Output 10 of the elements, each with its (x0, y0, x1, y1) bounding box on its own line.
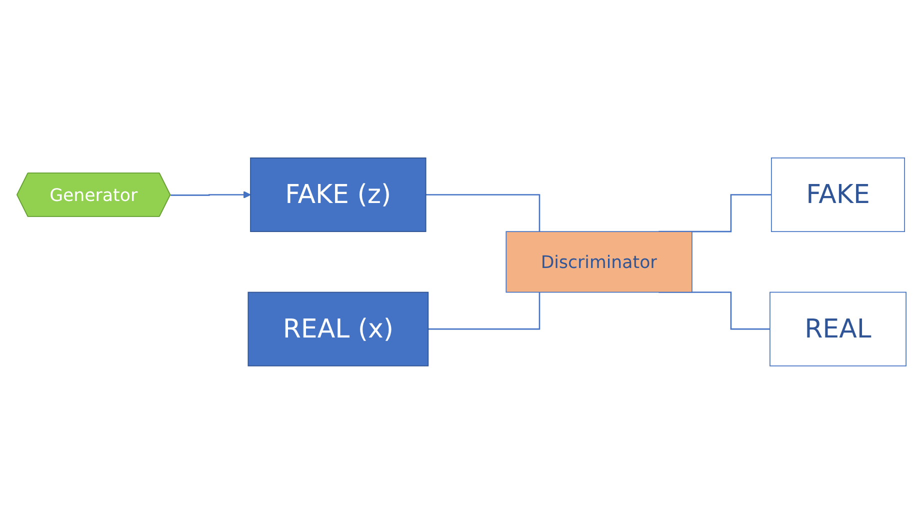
node-box (250, 157, 426, 232)
node-box (771, 157, 905, 232)
node-box (506, 230, 692, 292)
connector (658, 291, 771, 330)
arrow (170, 190, 251, 198)
diagram: Generator FAKE (z) REAL (x) Discriminator FAKE REAL (10, 10, 913, 513)
node-box (770, 291, 906, 366)
connector (428, 292, 540, 330)
connector (426, 194, 540, 232)
node-box (248, 291, 429, 366)
